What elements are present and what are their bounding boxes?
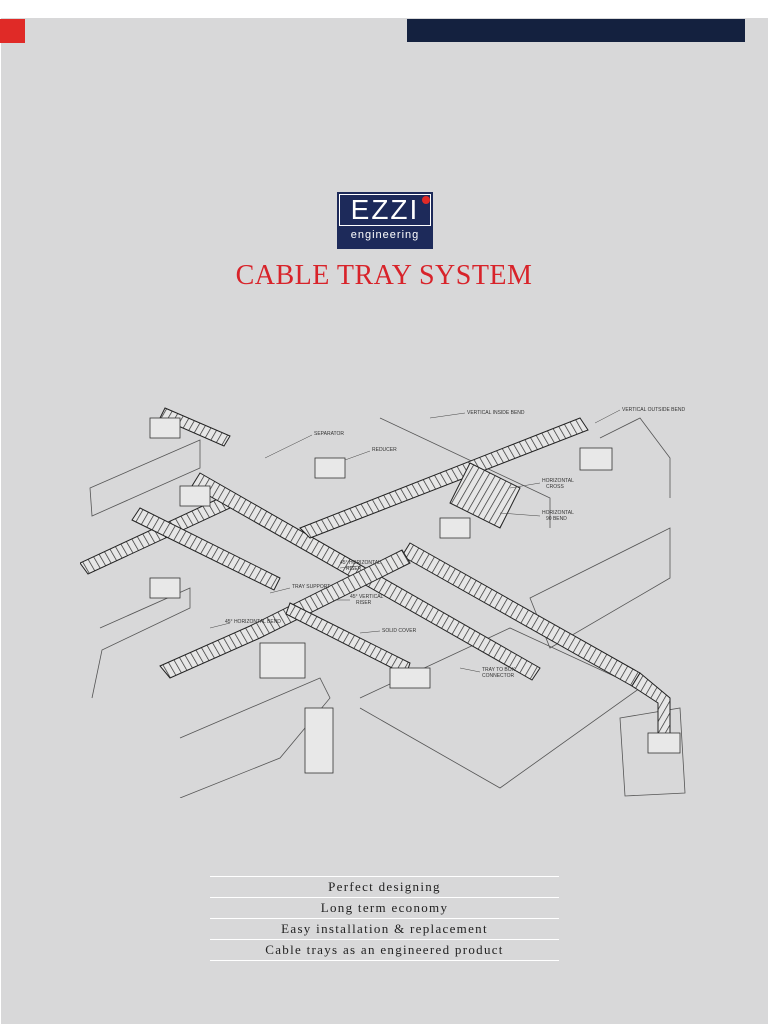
navy-header-bar: [407, 19, 745, 42]
label-horizontal-cross-1: HORIZONTAL: [542, 478, 574, 484]
drawing-labels: SEPARATOR REDUCER VERTICAL INSIDE BEND V…: [225, 407, 685, 679]
tray-run-upper-right: [299, 417, 589, 539]
tray-run-down-left: [159, 549, 411, 679]
label-horizontal-90-bend-2: 90 BEND: [546, 516, 567, 522]
feature-list-bottom-rule: [210, 960, 559, 961]
label-vertical-outside-bend: VERTICAL OUTSIDE BEND: [622, 407, 685, 413]
page-top-margin: [0, 0, 768, 18]
label-h45-riser-2: RISER: [346, 566, 362, 572]
label-45-horizontal-bend: 45° HORIZONTAL BEND: [225, 619, 281, 625]
tray-run-upper-left: [159, 407, 231, 447]
feature-item: Long term economy: [210, 897, 559, 918]
label-reducer: REDUCER: [372, 447, 397, 453]
support-block-1: [149, 417, 181, 439]
logo-subtitle: engineering: [350, 229, 420, 241]
cable-tray-isometric-drawing: SEPARATOR REDUCER VERTICAL INSIDE BEND V…: [80, 407, 686, 798]
label-tray-to-box-2: CONNECTOR: [482, 673, 515, 679]
label-solid-cover: SOLID COVER: [382, 628, 417, 634]
label-tray-support: TRAY SUPPORT: [292, 584, 330, 590]
leader-lines: [209, 409, 621, 673]
tray-run-cross: [449, 462, 521, 529]
logo-wordmark: EZZI: [339, 194, 431, 226]
label-vertical-inside-bend: VERTICAL INSIDE BEND: [467, 410, 525, 416]
feature-list: Perfect designing Long term economy Easy…: [210, 876, 559, 961]
label-horizontal-cross-2: CROSS: [546, 484, 564, 490]
support-block-2: [179, 485, 211, 507]
feature-item: Easy installation & replacement: [210, 918, 559, 939]
label-h45-riser-1: 45° HORIZONTAL: [340, 560, 381, 566]
tray-run-lower-left: [131, 507, 281, 591]
support-block-5: [389, 667, 431, 689]
junction-box-left: [259, 642, 306, 679]
label-tray-to-box-1: TRAY TO BOX: [482, 667, 516, 673]
support-block-4: [579, 447, 613, 471]
cable-tray-runs: [80, 407, 671, 739]
red-accent-square: [0, 19, 25, 43]
feature-item: Cable trays as an engineered product: [210, 939, 559, 960]
logo-red-dot: [422, 196, 430, 204]
label-separator: SEPARATOR: [314, 431, 344, 437]
label-v45-riser-2: RISER: [356, 600, 372, 606]
support-block-3: [314, 457, 346, 479]
supports-and-boxes: [149, 417, 681, 774]
ezzi-logo: EZZI engineering: [337, 192, 433, 249]
label-horizontal-90-bend-1: HORIZONTAL: [542, 510, 574, 516]
label-v45-riser-1: 45° VERTICAL: [350, 594, 384, 600]
tray-run-riser: [631, 672, 671, 739]
support-block-7: [149, 577, 181, 599]
page-title: CABLE TRAY SYSTEM: [235, 260, 533, 291]
tray-run-left: [80, 497, 231, 575]
junction-box-bottom: [304, 707, 334, 774]
building-outline: [89, 417, 686, 798]
support-block-8: [439, 517, 471, 539]
feature-item: Perfect designing: [210, 876, 559, 897]
page-left-margin: [0, 0, 1, 1024]
support-block-6: [647, 732, 681, 754]
